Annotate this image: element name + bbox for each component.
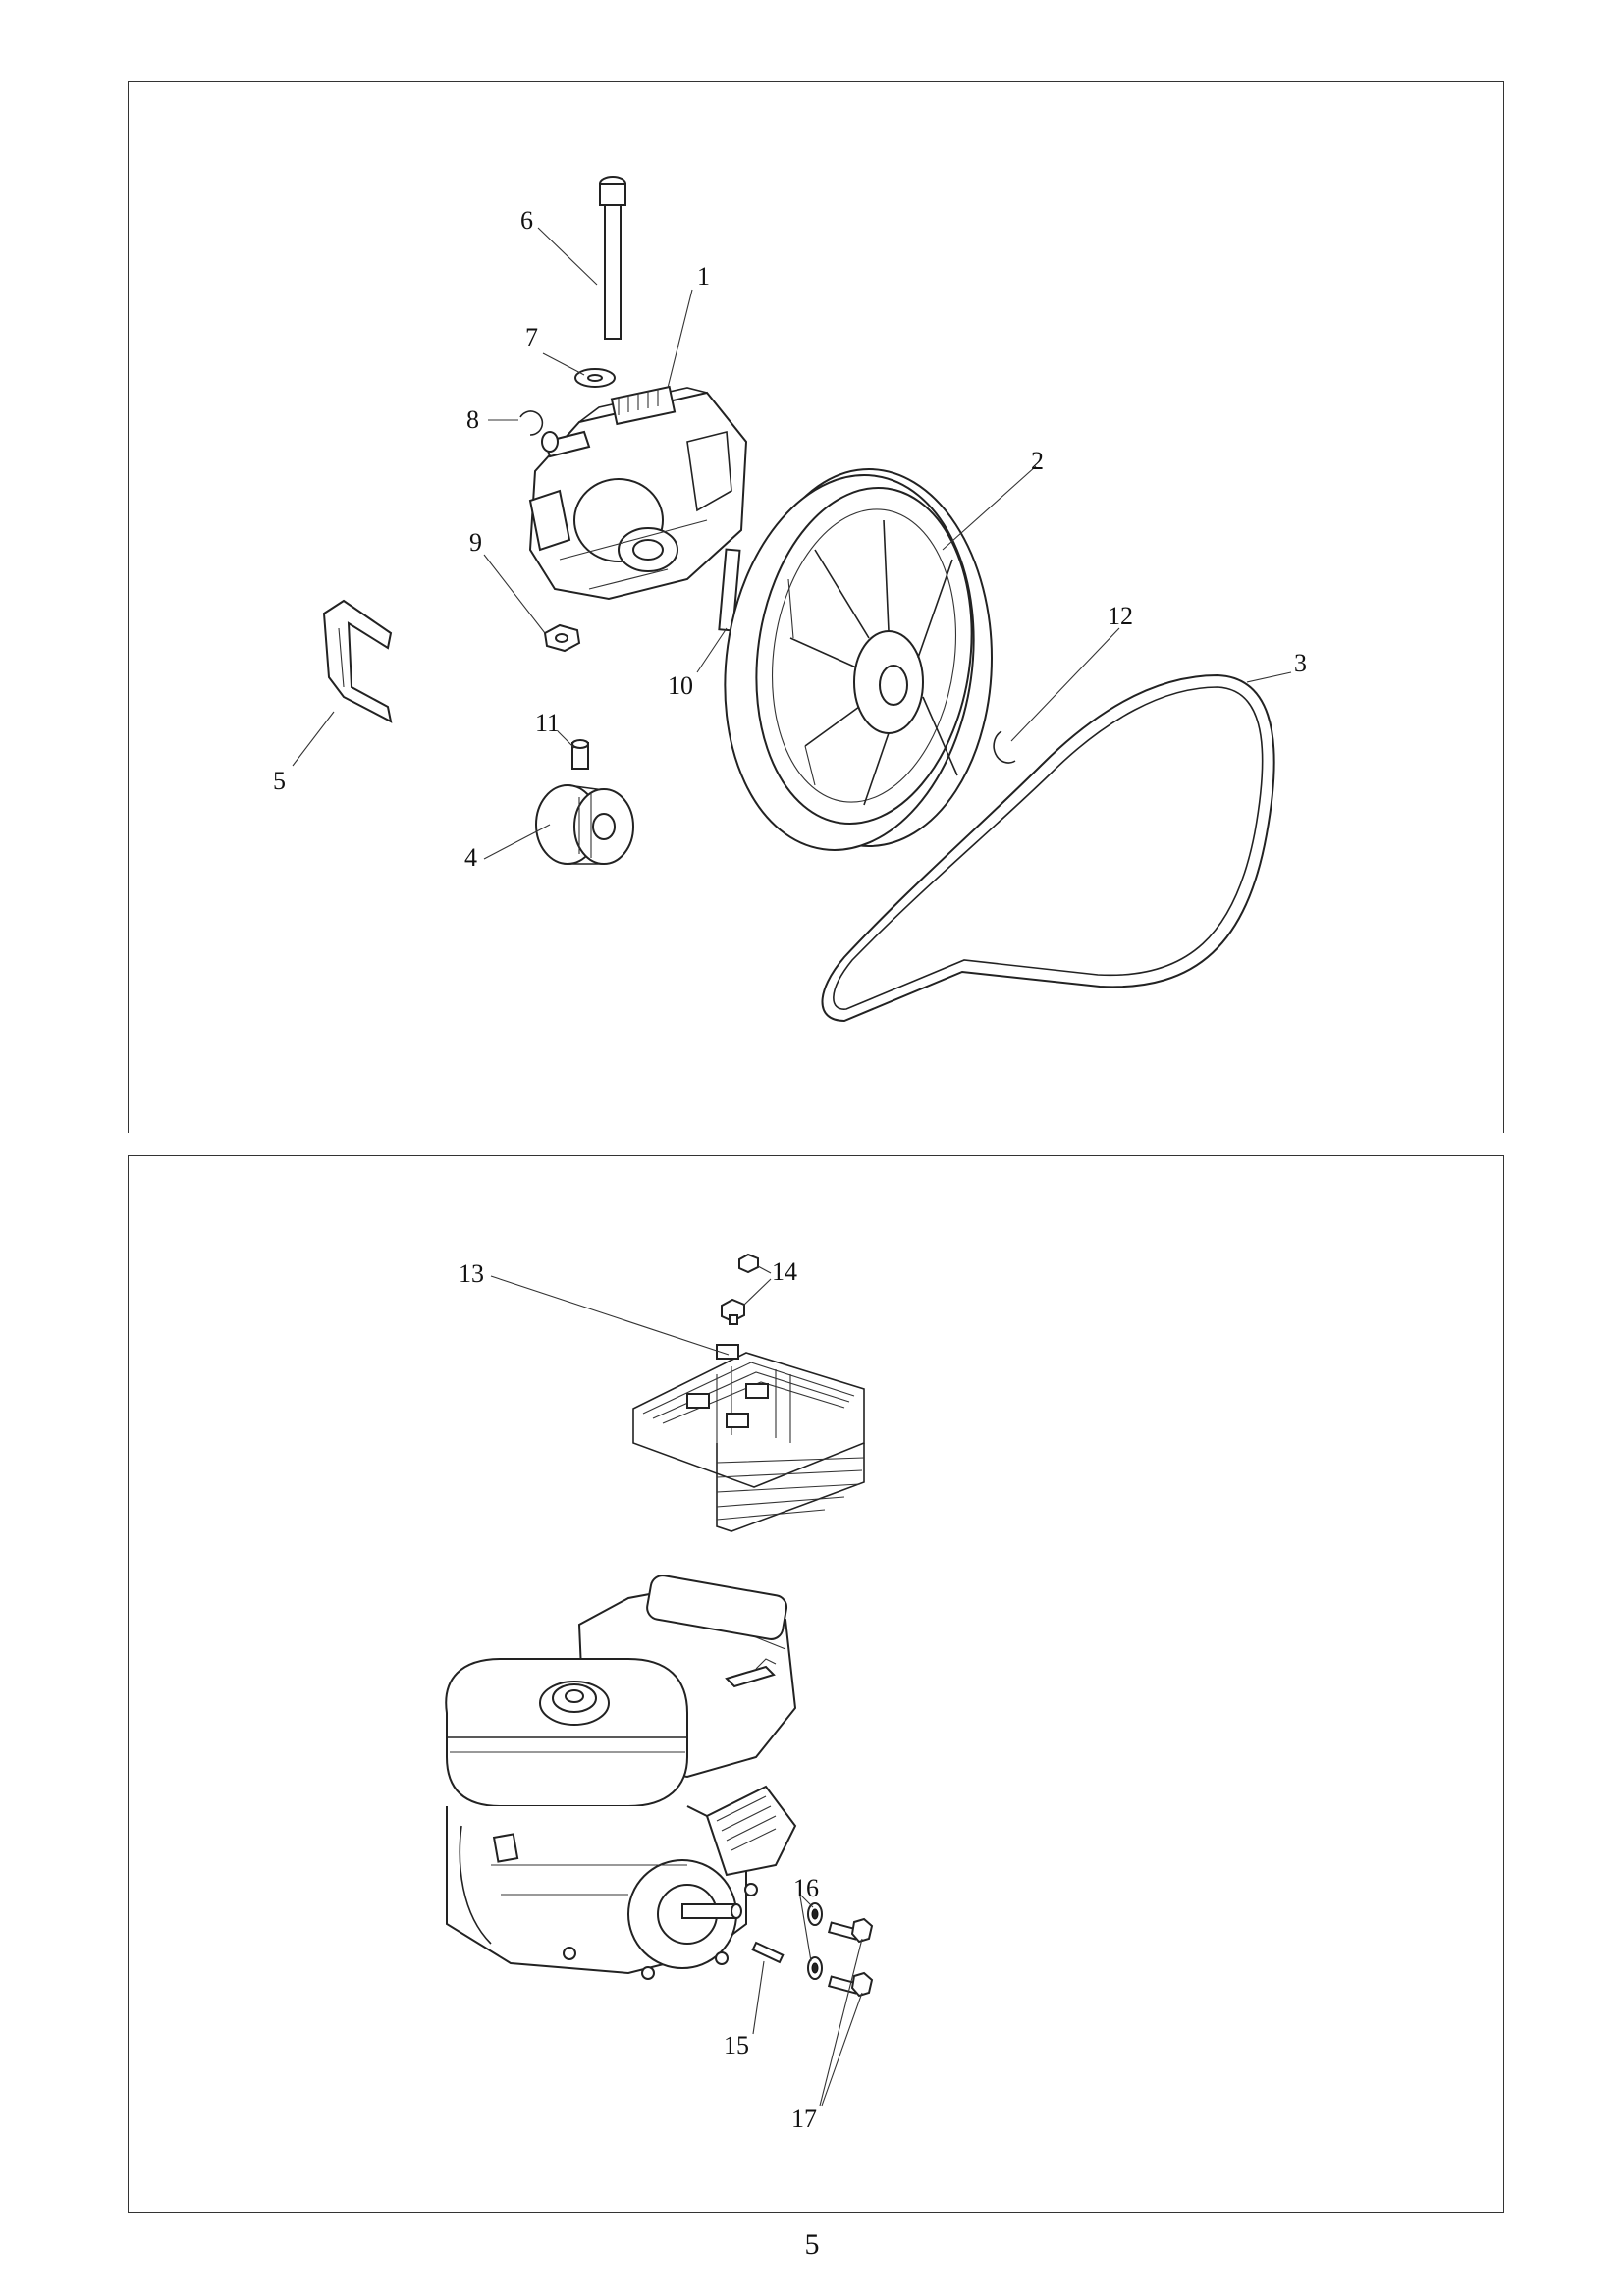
callout-6: 6 — [520, 206, 533, 235]
callout-3: 3 — [1294, 649, 1307, 677]
callout-16: 16 — [793, 1874, 819, 1902]
guard-nut-part — [721, 1253, 759, 1325]
callout-9: 9 — [469, 528, 482, 557]
top-leader-lines — [292, 227, 1292, 860]
set-screw-part — [571, 739, 589, 770]
callout-4: 4 — [464, 843, 477, 872]
engine-guard-part — [632, 1344, 865, 1532]
engine-part — [445, 1575, 797, 1980]
callout-8: 8 — [466, 405, 479, 434]
shaft-key-part — [751, 1941, 785, 1964]
bottom-leader-lines — [490, 1265, 863, 2107]
callout-2: 2 — [1031, 447, 1044, 475]
e-clip-part — [993, 730, 1016, 764]
callout-14: 14 — [772, 1257, 797, 1286]
callout-10: 10 — [668, 671, 693, 700]
gearbox-assembly-part — [528, 385, 748, 601]
callout-1: 1 — [697, 262, 710, 291]
callout-5: 5 — [273, 767, 286, 795]
circlip-part — [519, 410, 544, 436]
v-belt-part — [821, 673, 1275, 1023]
washer-part — [574, 368, 616, 388]
callout-15: 15 — [724, 2031, 749, 2059]
bracket-part — [322, 599, 393, 723]
long-bolt-part — [599, 176, 626, 340]
drive-pulley-part — [535, 784, 634, 865]
nut-part — [543, 623, 581, 653]
page-number: 5 — [804, 2228, 820, 2261]
callout-11: 11 — [535, 709, 560, 737]
callout-13: 13 — [459, 1259, 484, 1288]
wheel-pulley-part — [724, 468, 993, 851]
callout-7: 7 — [525, 323, 538, 351]
callout-12: 12 — [1108, 602, 1133, 630]
mounting-bolt-part — [827, 1917, 874, 1998]
callout-17: 17 — [791, 2105, 817, 2133]
spring-washer-part — [807, 1902, 823, 1980]
bottom-diagram-panel — [128, 1155, 1504, 2213]
